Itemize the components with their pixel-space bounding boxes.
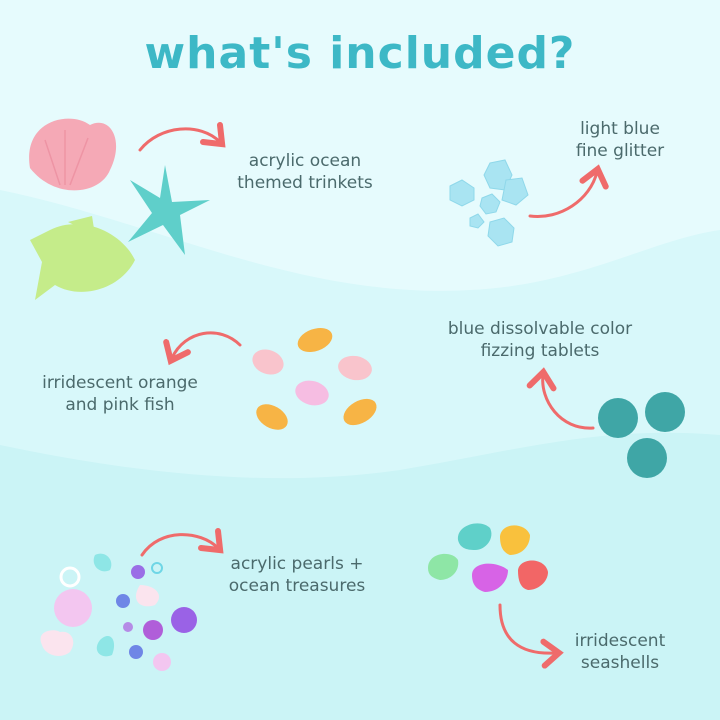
label-fish: irridescent orange and pink fish	[42, 373, 198, 415]
label-tablets: blue dissolvable color fizzing tablets	[447, 319, 633, 361]
label-glitter: light blue fine glitter	[575, 119, 665, 161]
label-pearls: acrylic pearls + ocean treasures	[228, 554, 366, 596]
label-trinkets: acrylic ocean themed trinkets	[237, 151, 373, 193]
label-seashells: irridescent seashells	[574, 631, 666, 673]
page-title: what's included?	[144, 28, 576, 79]
